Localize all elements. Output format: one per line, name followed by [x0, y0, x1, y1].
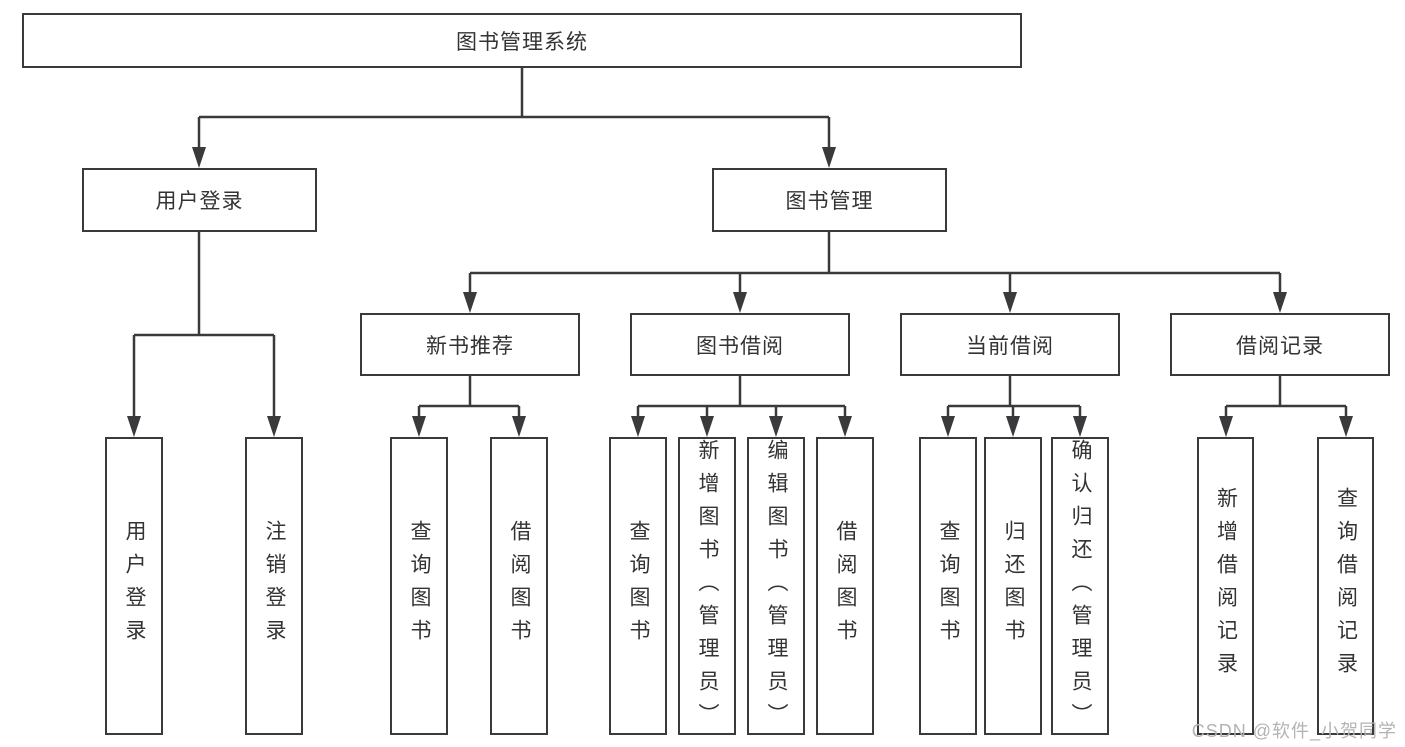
leaf-cb-return-books: 归还图书	[984, 437, 1042, 735]
node-user-login: 用户登录	[82, 168, 317, 232]
leaf-user-login: 用户登录	[105, 437, 163, 735]
node-library-system: 图书管理系统	[22, 13, 1022, 68]
leaf-cb-confirm-return-admin: 确认归还（管理员）	[1051, 437, 1109, 736]
leaf-nb-borrow-books: 借阅图书	[490, 437, 548, 735]
leaf-bb-query-books: 查询图书	[609, 437, 667, 735]
leaf-bb-edit-books-admin: 编辑图书（管理员）	[747, 437, 805, 736]
node-book-management: 图书管理	[712, 168, 947, 232]
node-new-book-recommend: 新书推荐	[360, 313, 580, 376]
node-book-borrowing: 图书借阅	[630, 313, 850, 376]
node-borrowing-records: 借阅记录	[1170, 313, 1390, 376]
leaf-bb-add-books-admin: 新增图书（管理员）	[678, 437, 736, 736]
leaf-br-query-record: 查询借阅记录	[1317, 437, 1374, 735]
leaf-cb-query-books: 查询图书	[919, 437, 977, 735]
leaf-br-add-record: 新增借阅记录	[1197, 437, 1254, 735]
leaf-logout: 注销登录	[245, 437, 303, 735]
csdn-watermark: CSDN @软件_小贺同学	[1191, 721, 1397, 741]
node-current-borrowing: 当前借阅	[900, 313, 1120, 376]
leaf-nb-query-books: 查询图书	[390, 437, 448, 735]
leaf-bb-borrow-books: 借阅图书	[816, 437, 874, 735]
